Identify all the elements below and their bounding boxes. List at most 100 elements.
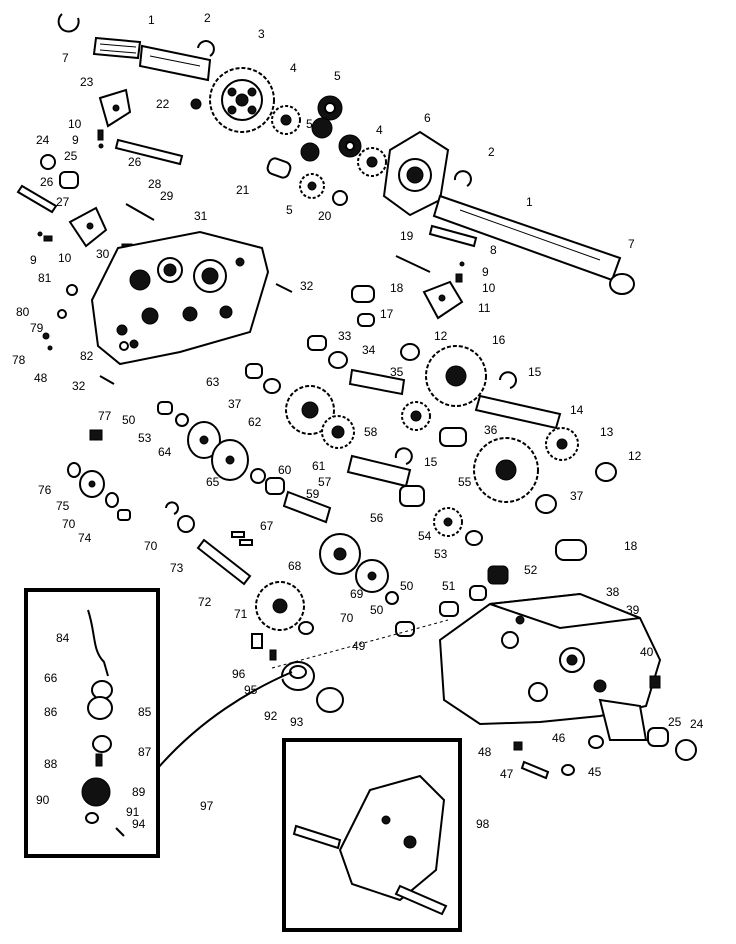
callout-33: 33: [338, 329, 352, 343]
bushing-50-a: [157, 401, 173, 415]
bushing-50-c: [439, 601, 459, 617]
washer-50-b: [385, 591, 399, 605]
callout-77: 77: [98, 409, 112, 423]
gear-4-top: [271, 105, 301, 135]
splined-shaft-59: [282, 490, 332, 524]
callout-94: 94: [132, 817, 146, 831]
callout-75: 75: [56, 499, 70, 513]
pulley-76: [67, 462, 81, 478]
spring-10-a: [97, 129, 104, 141]
callout-2: 2: [488, 145, 495, 159]
callout-57: 57: [318, 475, 332, 489]
callout-53: 53: [434, 547, 448, 561]
callout-31: 31: [194, 209, 208, 223]
nut-22: [190, 98, 202, 110]
washer-34: [328, 351, 348, 369]
callout-84: 84: [56, 631, 70, 645]
callout-54: 54: [418, 529, 432, 543]
callout-55: 55: [458, 475, 472, 489]
collar-56: [399, 485, 425, 507]
callout-97: 97: [200, 799, 214, 813]
callout-21: 21: [236, 183, 250, 197]
callout-50: 50: [122, 413, 136, 427]
callout-45: 45: [588, 765, 602, 779]
rod-8: [428, 224, 478, 248]
nut-74: [117, 509, 131, 521]
pinion-5: [299, 173, 325, 199]
callout-46: 46: [552, 731, 566, 745]
bolt-47: [520, 760, 550, 780]
callout-20: 20: [318, 209, 332, 223]
callout-40: 40: [640, 645, 654, 659]
callout-61: 61: [312, 459, 326, 473]
washer-12-b: [595, 462, 617, 482]
callout-79: 79: [30, 321, 44, 335]
callout-96: 96: [232, 667, 246, 681]
callout-23: 23: [80, 75, 94, 89]
callout-11: 11: [478, 301, 491, 315]
callout-3: 3: [258, 27, 265, 41]
callout-69: 69: [350, 587, 364, 601]
gear-4-right: [357, 147, 387, 177]
collar-59: [265, 477, 285, 495]
spring-ball-9-10-left: [37, 231, 53, 242]
shaft-72: [196, 538, 252, 586]
callout-5: 5: [306, 117, 313, 131]
bushing-18-a: [351, 285, 375, 303]
bearing-52: [487, 565, 509, 585]
bushing-17: [357, 313, 375, 327]
callout-34: 34: [362, 343, 376, 357]
callout-76: 76: [38, 483, 52, 497]
pin-28-29: [125, 203, 155, 221]
callout-85: 85: [138, 705, 152, 719]
callout-56: 56: [370, 511, 384, 525]
small-parts-78-82: [42, 284, 129, 351]
snap-ring-15-b: [394, 447, 413, 465]
callout-90: 90: [36, 793, 50, 807]
disc-65: [211, 439, 249, 481]
callout-32: 32: [300, 279, 314, 293]
callout-52: 52: [524, 563, 538, 577]
pin-32-a: [275, 283, 293, 293]
callout-18: 18: [390, 281, 404, 295]
callout-12: 12: [628, 449, 642, 463]
bolt-96: [251, 633, 263, 649]
callout-67: 67: [260, 519, 274, 533]
callout-37: 37: [228, 397, 242, 411]
callout-51: 51: [442, 579, 456, 593]
collar-25-left: [59, 171, 79, 189]
callout-2: 2: [204, 11, 211, 25]
callout-24: 24: [36, 133, 50, 147]
callout-35: 35: [390, 365, 404, 379]
callout-25: 25: [668, 715, 682, 729]
callout-26: 26: [128, 155, 142, 169]
callout-72: 72: [198, 595, 212, 609]
callout-66: 66: [44, 671, 58, 685]
ring-24-right: [675, 739, 697, 761]
washer-46: [588, 735, 604, 749]
callout-91: 91: [126, 805, 140, 819]
callout-95: 95: [244, 683, 258, 697]
callout-17: 17: [380, 307, 394, 321]
callout-5: 5: [334, 69, 341, 83]
callout-50: 50: [370, 603, 384, 617]
washer-53-b: [465, 530, 483, 546]
callout-18: 18: [624, 539, 638, 553]
collar-36: [439, 427, 467, 447]
bevel-gears-5: [300, 95, 362, 162]
fork-11: [422, 280, 464, 320]
ring-93: [316, 687, 344, 713]
callout-10: 10: [482, 281, 496, 295]
callout-58: 58: [364, 425, 378, 439]
washer-37-a: [263, 378, 281, 394]
ring-24-left: [40, 154, 56, 170]
callout-9: 9: [72, 133, 79, 147]
gear-58: [401, 401, 431, 431]
spring-ball-9-10-right: [455, 261, 465, 283]
callout-65: 65: [206, 475, 220, 489]
bushing-18-b: [555, 539, 587, 561]
callout-39: 39: [626, 603, 640, 617]
callout-15: 15: [528, 365, 542, 379]
case-half-31: [90, 230, 270, 366]
